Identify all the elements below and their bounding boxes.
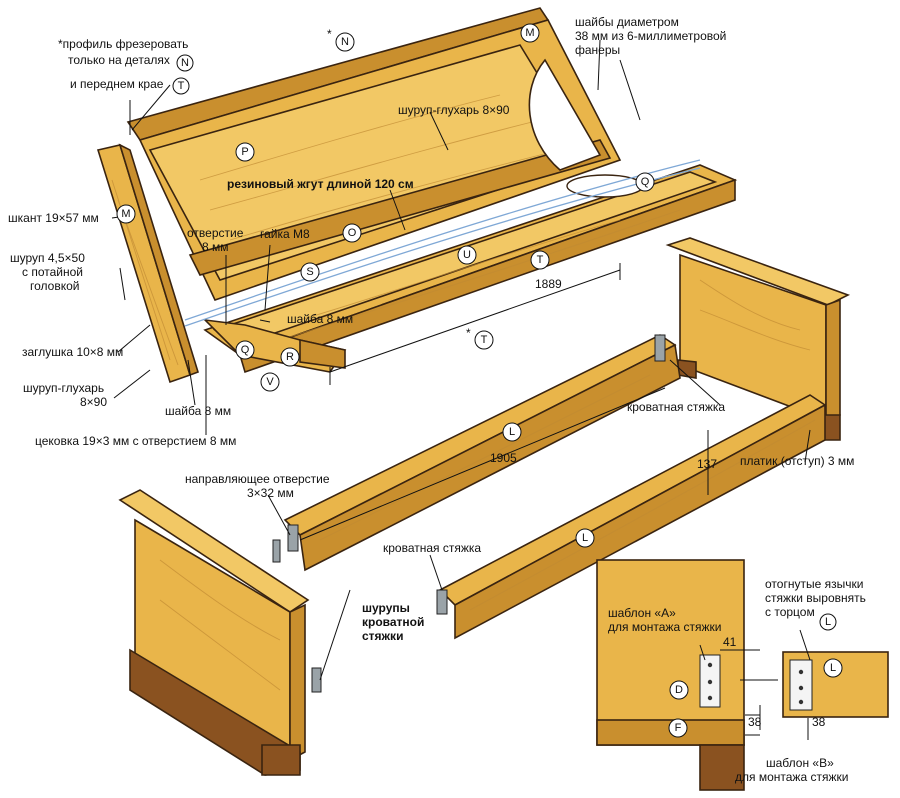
label-bed-bracket-mid: кроватная стяжка bbox=[383, 541, 481, 555]
part-m-top: M bbox=[525, 27, 534, 39]
front-rail bbox=[438, 394, 827, 640]
dim-38-a: 38 bbox=[748, 715, 762, 729]
bed-bracket-foot bbox=[311, 667, 322, 693]
dim-38-b: 38 bbox=[812, 715, 826, 729]
leader-lines bbox=[111, 39, 811, 740]
left-end-panel bbox=[118, 489, 310, 776]
part-l-front: L bbox=[582, 532, 588, 544]
part-n: N bbox=[341, 36, 349, 48]
label-profile-note-2: и переднем крае bbox=[70, 77, 164, 91]
part-l-back: L bbox=[509, 426, 515, 438]
bed-bracket-mid bbox=[436, 589, 448, 615]
part-p: P bbox=[241, 146, 248, 158]
dim-1905: 1905 bbox=[490, 451, 517, 465]
label-washer-8-top: шайба 8 мм bbox=[287, 312, 353, 326]
part-o: O bbox=[348, 227, 357, 239]
part-t-star-mark: * bbox=[466, 326, 471, 340]
label-hole: отверстие 8 мм bbox=[187, 226, 247, 254]
part-q: Q bbox=[241, 344, 250, 356]
note-part-n: N bbox=[181, 57, 189, 69]
arm-post bbox=[96, 143, 199, 384]
label-screw-countersunk: шуруп 4,5×50 с потайной головкой bbox=[10, 251, 88, 293]
label-nut: гайка М8 bbox=[260, 227, 310, 241]
part-u: U bbox=[463, 249, 471, 261]
dim-41: 41 bbox=[723, 635, 737, 649]
label-counterbore: цековка 19×3 мм с отверстием 8 мм bbox=[35, 434, 236, 448]
label-template-b: шаблон «В» для монтажа стяжки bbox=[735, 756, 848, 784]
part-r: R bbox=[286, 351, 294, 363]
label-washers: шайбы диаметром 38 мм из 6-миллиметровой… bbox=[575, 15, 730, 57]
label-lag-screw-left: шуруп-глухарь 8×90 bbox=[23, 381, 107, 409]
part-f: F bbox=[675, 722, 682, 734]
note-part-t: T bbox=[178, 80, 185, 92]
rubber-cord bbox=[184, 159, 701, 321]
label-template-a: шаблон «А» для монтажа стяжки bbox=[608, 606, 721, 634]
label-guide-hole: направляющее отверстие 3×32 мм bbox=[185, 472, 333, 500]
annotations: *профиль фрезеровать только на деталях и… bbox=[8, 15, 869, 784]
label-dowel: шкант 19×57 мм bbox=[8, 211, 99, 225]
label-lag-screw-top: шуруп-глухарь 8×90 bbox=[398, 103, 510, 117]
part-q-right: Q bbox=[641, 176, 650, 188]
label-reveal: платик (отступ) 3 мм bbox=[740, 454, 854, 468]
label-washer-8-left: шайба 8 мм bbox=[165, 404, 231, 418]
right-end-panel bbox=[665, 237, 851, 441]
part-d: D bbox=[675, 684, 683, 696]
bed-bracket-left bbox=[287, 524, 299, 552]
part-n-star: * bbox=[327, 27, 332, 41]
dim-1889: 1889 bbox=[535, 277, 562, 291]
detail-template-a bbox=[596, 559, 745, 791]
bed-bracket-right bbox=[654, 334, 666, 362]
part-l-detail: L bbox=[830, 662, 836, 674]
label-bracket-screws: шурупы кроватной стяжки bbox=[362, 601, 428, 643]
label-bent-tabs: отогнутые язычки стяжки выровнять с торц… bbox=[765, 577, 869, 619]
part-s: S bbox=[306, 266, 313, 278]
backrest-panel bbox=[126, 7, 622, 301]
part-t: T bbox=[537, 254, 544, 266]
note-part-l: L bbox=[825, 616, 831, 628]
label-bed-bracket-right: кроватная стяжка bbox=[627, 400, 725, 414]
label-rubber-cord: резиновый жгут длиной 120 см bbox=[227, 177, 414, 191]
part-m-left: M bbox=[121, 208, 130, 220]
part-markers: N * M P O Q M U T S T * Q R V L L D F L … bbox=[116, 23, 843, 738]
dim-137: 137 bbox=[697, 457, 717, 471]
label-plug: заглушка 10×8 мм bbox=[22, 345, 123, 359]
part-v: V bbox=[266, 376, 274, 388]
label-profile-note: *профиль фрезеровать только на деталях bbox=[58, 37, 192, 67]
part-t-star: T bbox=[481, 334, 488, 346]
